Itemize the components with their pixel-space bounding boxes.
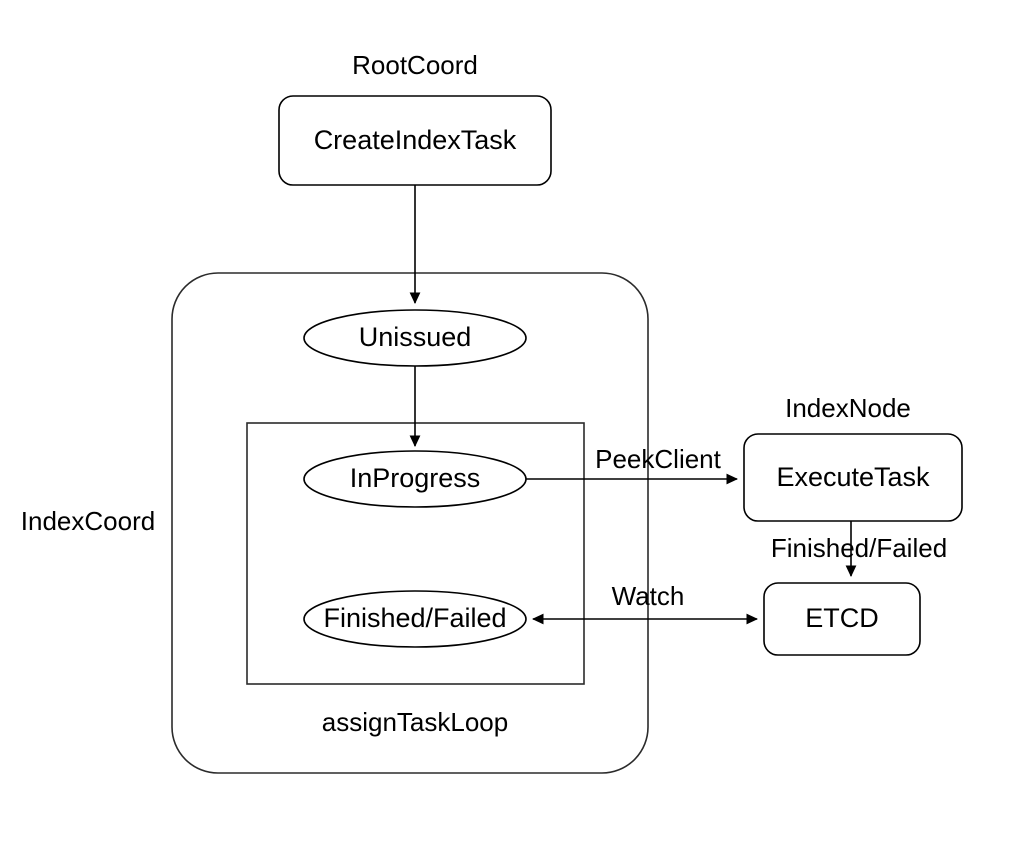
node-inprogress[interactable] <box>303 450 527 508</box>
edge-label-watch: Watch <box>612 581 685 611</box>
node-execute-task[interactable] <box>743 433 963 522</box>
group-indexcoord-label: IndexCoord <box>21 506 155 536</box>
group-indexnode-label: IndexNode <box>785 393 911 423</box>
node-etcd[interactable] <box>763 582 921 656</box>
node-create-index-task[interactable] <box>278 95 552 186</box>
node-finished-failed-state[interactable] <box>303 590 527 648</box>
node-create-index-task-label: CreateIndexTask <box>314 125 517 155</box>
node-finished-failed-state-label: Finished/Failed <box>323 603 506 633</box>
edge-label-peekclient: PeekClient <box>595 444 722 474</box>
group-rootcoord-label: RootCoord <box>352 50 478 80</box>
node-inprogress-label: InProgress <box>350 463 481 493</box>
group-assigntaskloop-label: assignTaskLoop <box>322 707 508 737</box>
node-unissued-label: Unissued <box>359 322 472 352</box>
node-execute-task-label: ExecuteTask <box>776 462 930 492</box>
edge-label-finished-failed: Finished/Failed <box>771 533 947 563</box>
node-etcd-label: ETCD <box>805 603 879 633</box>
group-indexcoord-boundary <box>171 272 649 774</box>
node-unissued[interactable] <box>303 309 527 367</box>
